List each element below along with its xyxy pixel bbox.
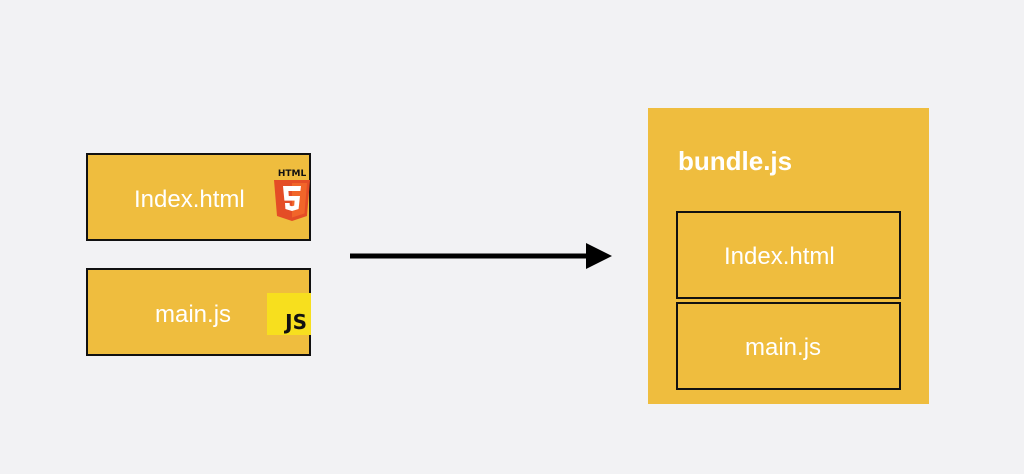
html5-icon: HTML (274, 169, 310, 221)
bundle-output: bundle.js Index.html main.js (648, 108, 929, 404)
source-file-label: Index.html (134, 186, 245, 213)
source-file-main-js: main.js JS (86, 268, 311, 356)
bundling-arrow (350, 243, 612, 269)
javascript-icon-text: JS (285, 310, 307, 334)
javascript-icon: JS (267, 293, 311, 335)
bundle-title: bundle.js (678, 146, 793, 176)
bundled-file-main-js: main.js (676, 302, 901, 390)
bundled-file-label: Index.html (724, 243, 835, 270)
source-file-label: main.js (155, 301, 232, 328)
source-file-index-html: Index.html HTML (86, 153, 311, 241)
bundled-file-index-html: Index.html (676, 211, 901, 299)
svg-text:HTML: HTML (278, 169, 307, 179)
bundled-file-label: main.js (745, 334, 822, 361)
